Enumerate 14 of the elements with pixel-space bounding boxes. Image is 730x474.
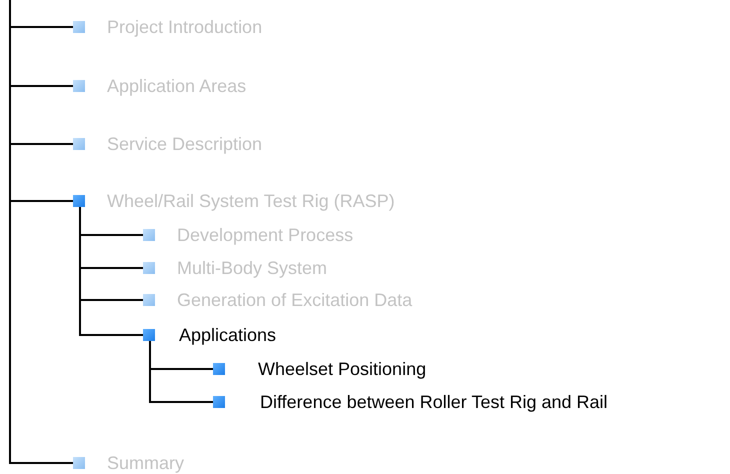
menu-item-text: Summary (107, 453, 184, 473)
menu-item-text: Service Description (107, 134, 262, 154)
menu-item-text: Wheelset Positioning (258, 359, 426, 379)
menu-item-text: Difference between Roller Test Rig and Rail (260, 392, 608, 412)
connector-line (149, 341, 213, 403)
menu-item-text: Development Process (177, 225, 354, 245)
connector-line (9, 0, 73, 464)
menu-item-text: Wheel/Rail System Test Rig (RASP) (107, 191, 395, 211)
menu-item-text: Multi-Body System (177, 258, 328, 278)
menu-item-text: Generation of Excitation Data (177, 290, 412, 310)
menu-item-text: Project Introduction (107, 17, 262, 37)
menu-item-text: Applications (179, 325, 276, 345)
menu-item-text: Application Areas (107, 76, 246, 96)
connector-line (79, 207, 143, 336)
